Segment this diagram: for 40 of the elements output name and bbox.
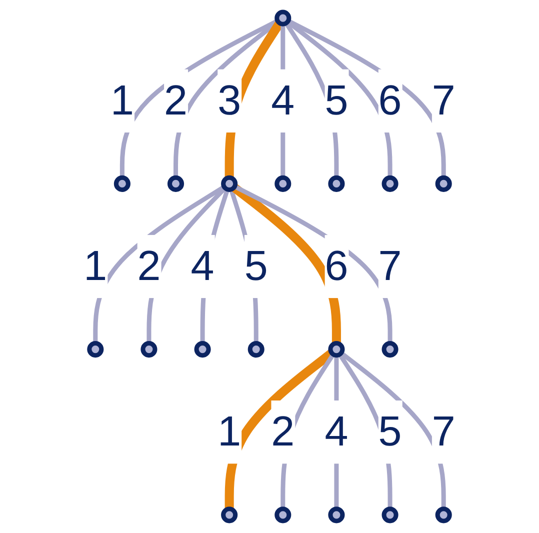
- node-circle: [274, 506, 292, 524]
- connector: [234, 184, 392, 344]
- node-circle: [274, 10, 292, 26]
- edge-label: 7: [378, 242, 402, 290]
- edge-label: 1: [218, 408, 242, 455]
- edge-label: 5: [244, 242, 268, 290]
- edge-label: 6: [324, 242, 348, 290]
- node-circle: [382, 341, 398, 358]
- edge-label: 1: [110, 76, 134, 124]
- node-circle: [87, 341, 104, 358]
- node-circle: [274, 175, 292, 192]
- edge-label: 3: [218, 76, 242, 124]
- edge-label: 2: [271, 408, 295, 455]
- edge-label: 4: [324, 408, 348, 455]
- edge-label: 4: [271, 76, 295, 124]
- connector: [231, 184, 341, 344]
- edge-label: 1: [84, 242, 108, 290]
- node-circle: [140, 341, 158, 358]
- node-circle: [328, 341, 345, 358]
- edge-label: 4: [190, 242, 214, 290]
- node-circle: [328, 175, 345, 192]
- node-circle: [221, 175, 238, 192]
- edge-label: 7: [432, 408, 456, 455]
- node-circle: [435, 506, 452, 524]
- node-circle: [194, 341, 211, 358]
- node-circle: [382, 175, 398, 192]
- edge-label: 5: [378, 408, 402, 455]
- node-circle: [167, 175, 184, 192]
- edge-label: 6: [378, 76, 402, 124]
- node-circle: [435, 175, 452, 192]
- node-circle: [221, 506, 238, 524]
- node-circle: [328, 506, 345, 524]
- node-circle: [382, 506, 398, 524]
- edge-label: 2: [164, 76, 188, 124]
- node-circle: [248, 341, 264, 358]
- edge-label: 2: [137, 242, 161, 290]
- edge-label: 7: [432, 76, 456, 124]
- connector: [287, 18, 446, 178]
- node-circle: [114, 175, 130, 192]
- edge-label: 5: [324, 76, 348, 124]
